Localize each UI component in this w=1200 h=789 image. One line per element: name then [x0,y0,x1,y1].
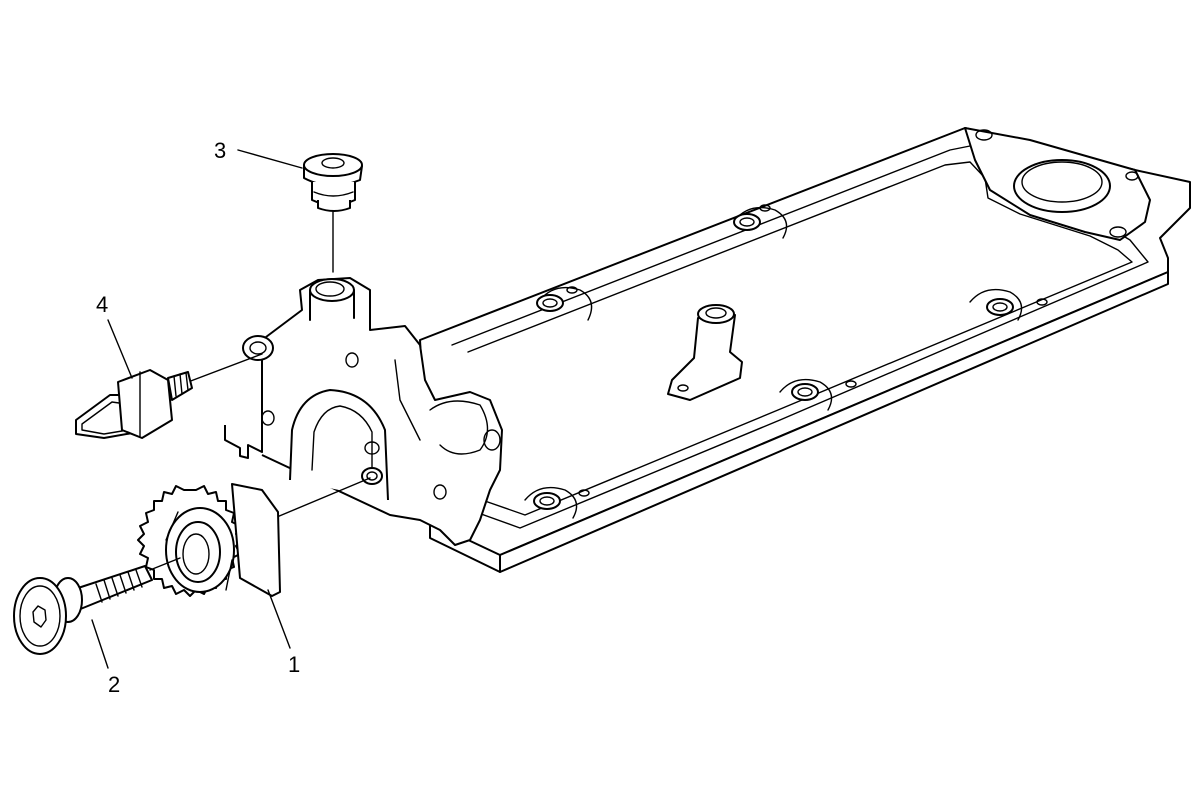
callout-label-4: 4 [96,292,108,317]
bolt-part [13,557,181,655]
callout-label-1: 1 [288,652,300,677]
callout-3: 3 [214,138,303,169]
callout-label-2: 2 [108,672,120,697]
sprocket-part [137,477,371,597]
oil-pan-plate [419,127,1191,573]
callout-4: 4 [96,292,133,379]
plug-part [303,153,363,273]
pressure-sensor-part [75,353,263,439]
callout-label-3: 3 [214,138,226,163]
pump-housing [224,277,503,546]
callout-1: 1 [267,589,300,677]
callout-2: 2 [91,619,120,697]
